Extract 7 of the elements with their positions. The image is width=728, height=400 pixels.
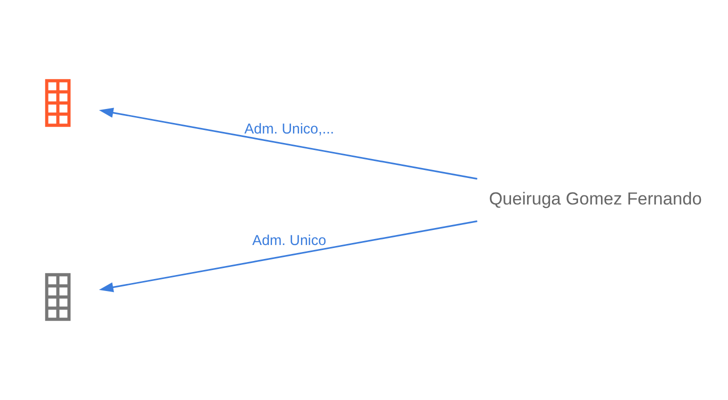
node-building [45,273,71,321]
edge-label: Adm. Unico,... [244,122,334,138]
arrow [98,108,478,180]
node-text: Queiruga Gomez Fernando [488,188,702,208]
node-building [45,79,71,127]
arrow [98,220,478,292]
edge-label: Adm. Unico [252,232,326,249]
